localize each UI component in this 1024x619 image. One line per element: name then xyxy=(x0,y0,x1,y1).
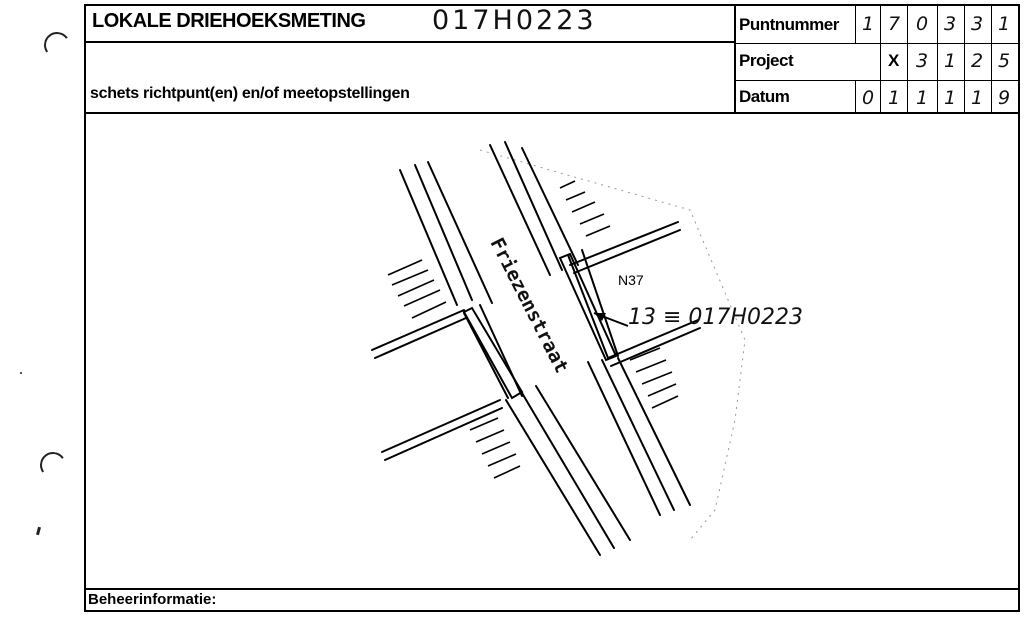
project-digit: 5 xyxy=(997,50,1011,72)
binder-mark xyxy=(36,526,41,536)
main-road-edge xyxy=(505,399,601,556)
main-road-edge xyxy=(427,161,493,304)
digit-grid-line xyxy=(880,5,881,113)
point-annotation: 13 ≡ 017H0223 xyxy=(628,305,803,330)
puntnummer-digit: 1 xyxy=(861,13,875,35)
street-name: Friezenstraat xyxy=(486,234,573,376)
digit-grid-line xyxy=(937,5,938,113)
main-road-edge xyxy=(414,164,473,301)
datum-digit: 9 xyxy=(997,87,1011,109)
project-digit: 3 xyxy=(915,50,929,72)
puntnummer-digit: 7 xyxy=(887,13,901,35)
cross-road-edge xyxy=(569,221,679,266)
datum-digit: 1 xyxy=(887,87,901,109)
puntnummer-label: Puntnummer xyxy=(739,15,839,34)
form-frame xyxy=(84,4,1020,612)
cross-road-edge xyxy=(607,319,699,359)
form-title: LOKALE DRIEHOEKSMETING xyxy=(92,10,366,32)
header-bottom-rule xyxy=(84,112,1020,114)
puntnummer-digit: 0 xyxy=(915,13,929,35)
sketch-paper-patch xyxy=(479,149,746,541)
datum-digit: 1 xyxy=(943,87,957,109)
cross-road-edge xyxy=(374,317,467,359)
cross-road-edge xyxy=(573,229,681,274)
road-number: N37 xyxy=(618,272,644,288)
datum-digit: 1 xyxy=(915,87,929,109)
main-road-edge xyxy=(587,361,661,516)
punch-hole-top xyxy=(41,29,73,61)
project-label: Project xyxy=(739,51,794,70)
field-row-rule-1 xyxy=(735,43,1020,44)
digit-grid-line xyxy=(855,5,856,43)
main-road-edge xyxy=(521,392,615,549)
datum-digit: 0 xyxy=(861,87,875,109)
footer-rule xyxy=(84,588,1020,590)
datum-label: Datum xyxy=(739,87,790,106)
main-road-edge xyxy=(489,144,551,276)
cross-road-edge xyxy=(381,399,501,453)
main-road-edge xyxy=(535,385,631,541)
header-top-rule xyxy=(84,41,736,43)
main-road-edge xyxy=(504,141,563,271)
main-road-edge xyxy=(601,359,675,511)
puntnummer-digit: 3 xyxy=(943,13,957,35)
puntnummer-digit: 1 xyxy=(997,13,1011,35)
cross-road-edge xyxy=(384,407,503,461)
scan-speck xyxy=(20,372,22,374)
header-divider xyxy=(734,4,736,114)
embankment-hatching xyxy=(387,180,679,479)
beheerinformatie-label: Beheerinformatie: xyxy=(88,591,217,608)
puntnummer-digit: 3 xyxy=(970,13,984,35)
project-digit: 2 xyxy=(970,50,984,72)
median-block xyxy=(558,252,618,362)
main-road-edge xyxy=(617,357,691,506)
project-digit: 1 xyxy=(943,50,957,72)
digit-grid-line xyxy=(855,80,856,113)
datum-digit: 1 xyxy=(970,87,984,109)
field-row-rule-2 xyxy=(735,80,1020,81)
document-code: 017H0223 xyxy=(432,5,597,36)
main-road-edge xyxy=(521,147,579,266)
digit-grid-line xyxy=(907,5,908,113)
project-marker: X xyxy=(888,51,900,70)
punch-hole-bottom xyxy=(37,449,69,481)
cross-road-edge xyxy=(610,327,701,367)
main-road-edge xyxy=(399,169,458,306)
location-sketch: Friezenstraat N37 13 ≡ 017H0223 xyxy=(371,141,803,556)
digit-grid-line xyxy=(964,5,965,113)
cross-road-edge xyxy=(371,309,465,351)
digit-grid-line xyxy=(991,5,992,113)
point-arrowhead xyxy=(594,313,606,321)
median-block xyxy=(462,306,524,400)
form-subtitle: schets richtpunt(en) en/of meetopstellin… xyxy=(90,85,410,102)
